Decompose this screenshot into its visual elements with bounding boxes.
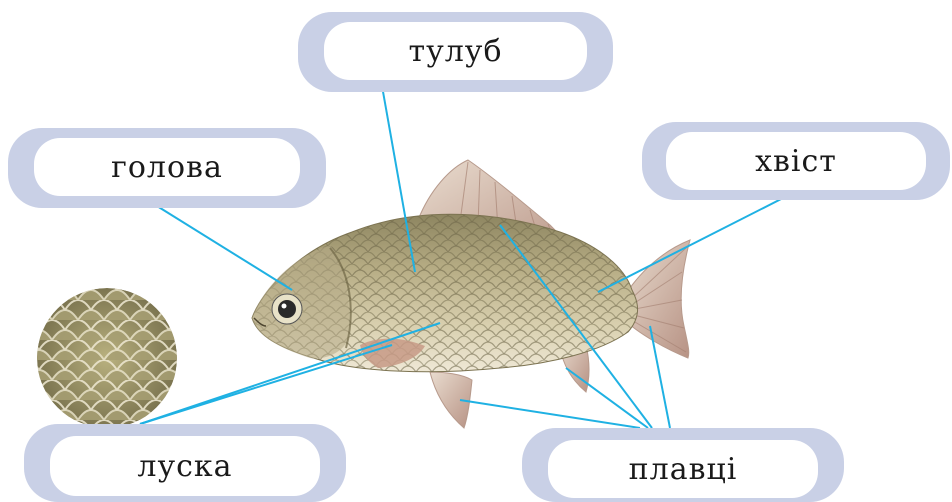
label-scales: луска xyxy=(50,436,320,496)
label-tail: хвіст xyxy=(666,132,926,190)
label-fins-frame: плавці xyxy=(522,428,844,502)
scales-closeup xyxy=(30,285,190,435)
label-fins: плавці xyxy=(548,440,818,498)
label-scales-frame: луска xyxy=(24,424,346,502)
pointer-tail xyxy=(598,196,787,292)
label-head-frame: голова xyxy=(8,128,326,208)
label-tail-frame: хвіст xyxy=(642,122,950,200)
label-head: голова xyxy=(34,138,300,196)
pointer-scales-2 xyxy=(140,345,392,424)
pointer-head xyxy=(157,206,292,290)
label-body: тулуб xyxy=(324,22,587,80)
label-body-frame: тулуб xyxy=(298,12,613,92)
pointer-fins-pelvic xyxy=(460,400,640,428)
